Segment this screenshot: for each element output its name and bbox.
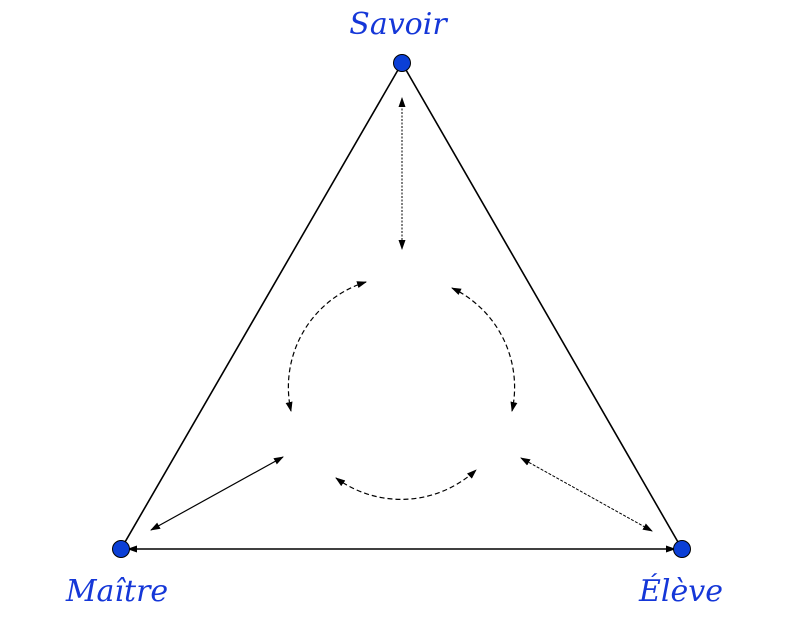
arrow-maitre-inner bbox=[150, 456, 284, 531]
cycle-arc-left bbox=[285, 281, 367, 412]
cycle-arc-right bbox=[451, 287, 518, 412]
arrow-eleve-inner bbox=[520, 457, 653, 532]
node-maitre bbox=[112, 540, 130, 558]
label-eleve: Élève bbox=[638, 573, 723, 609]
label-savoir: Savoir bbox=[349, 7, 448, 42]
edge-savoir-maitre bbox=[120, 62, 403, 550]
cycle-arc-bottom bbox=[335, 469, 477, 500]
node-savoir bbox=[393, 54, 411, 72]
label-maitre: Maître bbox=[65, 574, 168, 609]
node-eleve bbox=[673, 540, 691, 558]
edge-savoir-eleve bbox=[401, 62, 683, 550]
